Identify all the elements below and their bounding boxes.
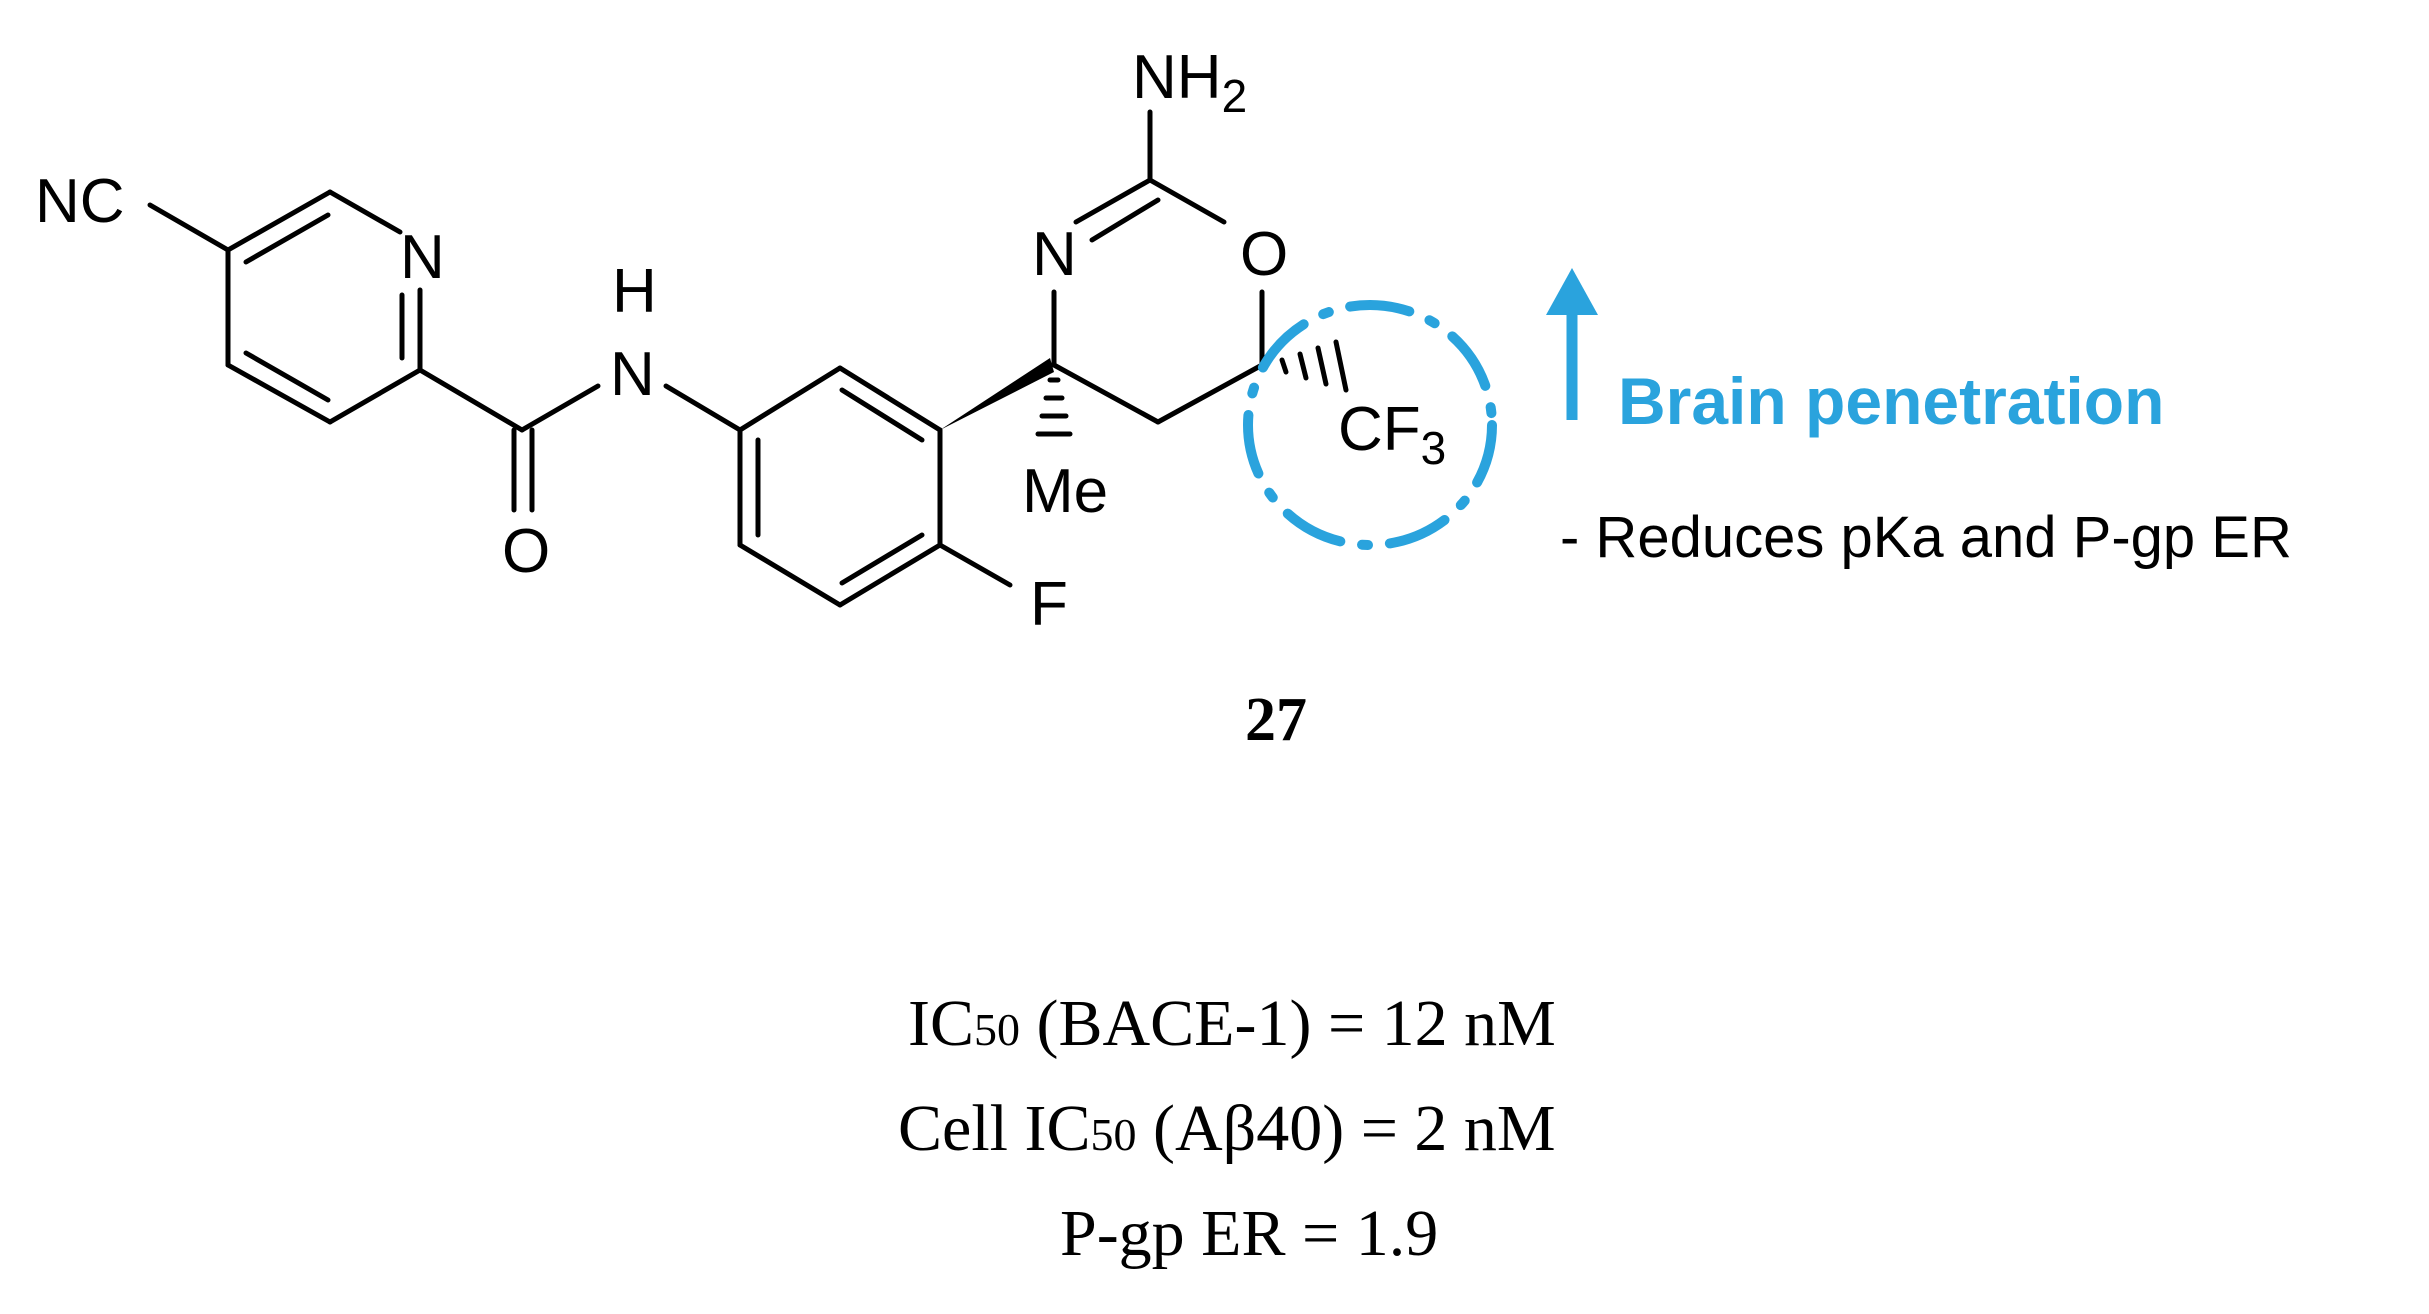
- annotation-headline: Brain penetration: [1618, 364, 2164, 438]
- hashed-bond-cf3: [1279, 339, 1349, 393]
- property-pgp-er: P-gp ER = 1.9: [1060, 1197, 1438, 1270]
- atom-pyridine-n: N: [400, 223, 445, 292]
- atom-carbonyl-o: O: [502, 517, 550, 586]
- atom-ring-o: O: [1240, 220, 1288, 289]
- atom-fluoro: F: [1030, 570, 1068, 639]
- atom-amide-n: N: [610, 340, 655, 409]
- property-ic50: IC50 (BACE-1) = 12 nM: [908, 987, 1556, 1060]
- atom-methyl: Me: [1022, 457, 1108, 526]
- atom-cf3: CF3: [1338, 395, 1446, 474]
- hashed-bond-me: [1035, 377, 1073, 437]
- atom-ring-n: N: [1032, 220, 1077, 289]
- atom-nc: NC: [35, 167, 125, 236]
- atom-amide-h: H: [612, 257, 657, 326]
- properties: IC50 (BACE-1) = 12 nM Cell IC50 (Aβ40) =…: [898, 987, 1556, 1270]
- annotation-note: - Reduces pKa and P-gp ER: [1560, 505, 2292, 570]
- property-cell-ic50: Cell IC50 (Aβ40) = 2 nM: [898, 1092, 1556, 1165]
- molecule-atoms: NC N H N O NH2 N O Me F CF3: [35, 43, 1446, 639]
- molecule-bonds: [147, 109, 1349, 608]
- up-arrow-icon: [1546, 268, 1598, 420]
- atom-nh2: NH2: [1132, 43, 1247, 122]
- compound-number: 27: [1245, 686, 1307, 754]
- cf3-highlight-circle: [1243, 300, 1497, 550]
